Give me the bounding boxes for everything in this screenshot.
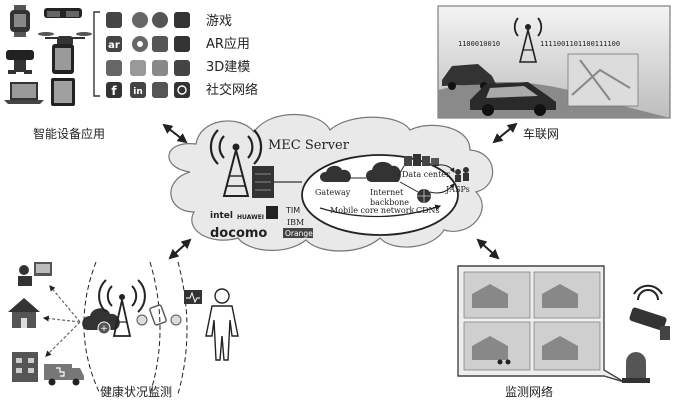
security-camera-icon bbox=[629, 284, 670, 340]
arrow-cloud-to-vehicles bbox=[492, 122, 518, 144]
partner-logo-tim: TIM bbox=[285, 206, 300, 215]
phone-icon bbox=[52, 44, 74, 74]
map-inset bbox=[567, 53, 639, 107]
data-center-icon bbox=[404, 154, 439, 166]
doctor-computer-icon bbox=[18, 262, 52, 286]
partner-logo-huawei: HUAWEI bbox=[237, 214, 264, 221]
hospital-icon bbox=[12, 352, 38, 382]
partner-logo-ibm: IBM bbox=[287, 218, 304, 227]
vehicle-network-caption: 车联网 bbox=[523, 126, 559, 141]
gateway-label: Gateway bbox=[315, 188, 351, 197]
server-icon bbox=[252, 166, 274, 198]
surveillance-caption: 监测网络 bbox=[505, 384, 553, 399]
gateway-cloud-icon bbox=[320, 165, 351, 182]
app-label-ar: AR应用 bbox=[206, 36, 250, 52]
health-monitoring-group: + 健康状况监测 bbox=[8, 261, 239, 399]
house-icon bbox=[8, 298, 40, 328]
vehicle-tower-icon bbox=[513, 17, 543, 63]
partner-logo-docomo: docomo bbox=[210, 226, 267, 241]
watch-icon bbox=[10, 5, 30, 37]
app-grid-icon: ar f in bbox=[106, 12, 190, 98]
plus-node-1 bbox=[136, 314, 148, 326]
camera-feed-3 bbox=[463, 321, 531, 371]
smart-devices-caption: 智能设备应用 bbox=[33, 126, 105, 141]
app-row-2: ar bbox=[106, 36, 190, 52]
camera-feed-4 bbox=[533, 321, 601, 371]
arrow-cloud-to-surveillance bbox=[476, 238, 500, 260]
internet-backbone-cloud-icon bbox=[366, 161, 401, 182]
backbone-label: backbone bbox=[370, 198, 409, 207]
ar-app-letters: ar bbox=[108, 40, 120, 51]
tablet-icon bbox=[51, 78, 75, 106]
app-label-3d: 3D建模 bbox=[206, 60, 250, 75]
plus-node-2 bbox=[170, 314, 182, 326]
linkedin-letters: in bbox=[133, 87, 143, 97]
data-center-label: Data center bbox=[402, 170, 450, 179]
health-cloud-icon: + bbox=[82, 308, 120, 335]
app-row-4: f in bbox=[106, 82, 190, 98]
svg-text:+: + bbox=[100, 324, 108, 334]
apps-bracket bbox=[93, 11, 100, 97]
health-tower-icon bbox=[98, 279, 146, 337]
app-row-1 bbox=[106, 12, 190, 28]
mec-cloud-group: MEC Server intel HUAWEI docomo TIM IBM O… bbox=[168, 114, 494, 252]
jasps-people-icon bbox=[455, 167, 469, 182]
vehicle-network-group: 1100010010 1111001101100111100 车联网 bbox=[437, 5, 671, 141]
jasps-label: JASPs bbox=[445, 185, 470, 194]
mobile-core-label: Mobile core network bbox=[330, 206, 415, 215]
arrow-health-to-cloud bbox=[168, 238, 192, 260]
mec-server-title: MEC Server bbox=[268, 138, 350, 153]
cdn-globe-icon bbox=[417, 189, 431, 203]
binary-stream-left: 1100010010 bbox=[458, 40, 500, 48]
health-phone-icon bbox=[149, 304, 167, 326]
siren-light-icon bbox=[622, 352, 650, 383]
car-icon-front bbox=[470, 82, 556, 116]
app-row-3 bbox=[106, 60, 190, 76]
health-monitor-icon bbox=[184, 290, 202, 304]
smart-devices-group: ar f in 游戏 AR bbox=[4, 5, 258, 141]
laptop-icon bbox=[4, 82, 44, 104]
cdns-label: CDNs bbox=[416, 206, 440, 215]
facebook-letter: f bbox=[111, 84, 117, 98]
human-body-icon bbox=[205, 288, 239, 361]
internet-label: Internet bbox=[370, 188, 404, 197]
connection-arrows bbox=[162, 122, 518, 260]
robot-icon bbox=[6, 50, 34, 74]
app-label-games: 游戏 bbox=[206, 14, 232, 29]
camera-feed-2 bbox=[533, 271, 601, 319]
surveillance-group: 监测网络 bbox=[457, 265, 670, 399]
mec-tower-icon bbox=[209, 129, 263, 197]
binary-stream-right: 1111001101100111100 bbox=[540, 40, 620, 48]
health-monitoring-caption: 健康状况监测 bbox=[100, 384, 172, 399]
partner-logo-orange: Orange bbox=[285, 229, 313, 238]
partner-logo-intel: intel bbox=[210, 211, 233, 221]
ambulance-icon bbox=[44, 364, 84, 386]
vr-glasses-icon bbox=[44, 8, 82, 18]
arrow-devices-to-cloud bbox=[162, 123, 188, 144]
camera-feed-1 bbox=[463, 271, 531, 319]
app-label-social: 社交网络 bbox=[206, 82, 258, 98]
